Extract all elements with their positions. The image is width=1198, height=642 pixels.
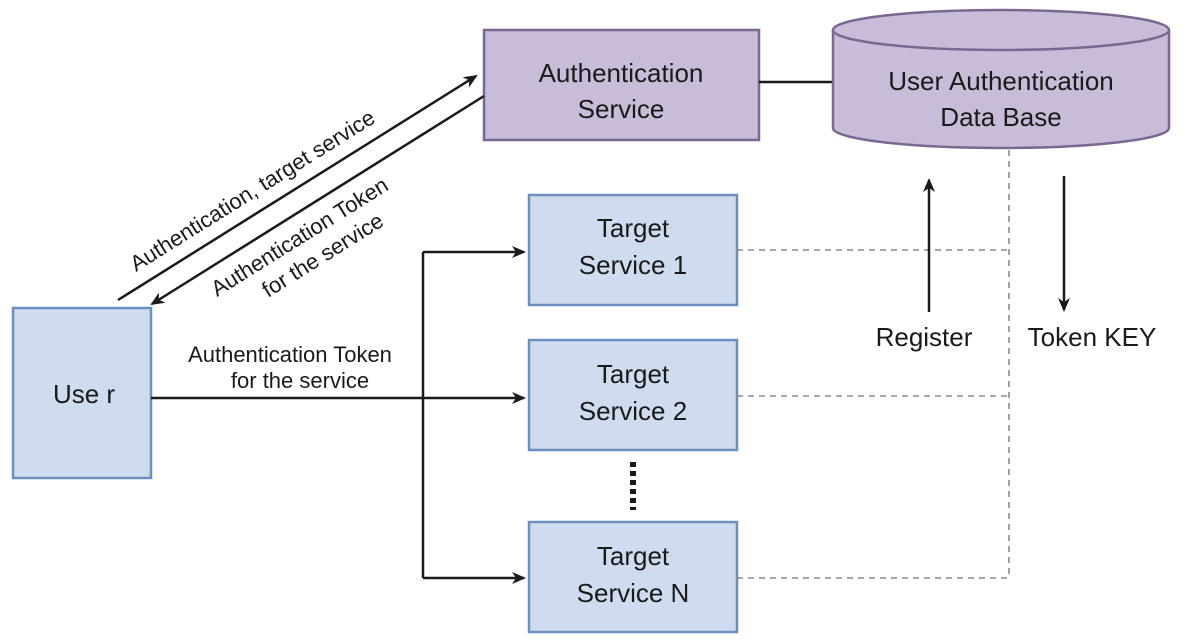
target-service-1-box — [527, 193, 739, 307]
request-arrow — [117, 74, 478, 302]
register-label: Register — [876, 322, 973, 352]
token-label-line2: for the service — [231, 368, 369, 393]
database-cylinder-top — [831, 8, 1171, 52]
database-label-line1: User Authentication — [888, 66, 1113, 96]
target-service-2-box — [527, 338, 739, 452]
target-service-2-label-line1: Target — [597, 359, 670, 389]
authentication-service-label-line2: Service — [578, 94, 665, 124]
response-arrow — [150, 94, 485, 306]
database-node: User Authentication Data Base — [831, 8, 1171, 150]
target-service-1-node: Target Service 1 — [527, 193, 739, 307]
authentication-service-label-line1: Authentication — [539, 58, 704, 88]
authentication-service-box — [482, 28, 761, 142]
target-service-2-node: Target Service 2 — [527, 338, 739, 452]
target-service-n-label-line1: Target — [597, 541, 670, 571]
target-service-1-label-line1: Target — [597, 213, 670, 243]
authentication-service-node: Authentication Service — [482, 28, 761, 142]
target-service-1-label-line2: Service 1 — [579, 250, 687, 280]
token-label-line1: Authentication Token — [188, 342, 392, 367]
target-service-n-box — [527, 520, 739, 634]
user-node: Use r — [11, 306, 153, 480]
user-box — [11, 306, 153, 480]
target-service-2-label-line2: Service 2 — [579, 396, 687, 426]
database-label-line2: Data Base — [940, 102, 1061, 132]
target-service-n-label-line2: Service N — [577, 578, 690, 608]
target-service-n-node: Target Service N — [527, 520, 739, 634]
database-cylinder-body — [831, 30, 1171, 150]
user-label: Use r — [53, 379, 115, 409]
token-key-label: Token KEY — [1028, 322, 1157, 352]
